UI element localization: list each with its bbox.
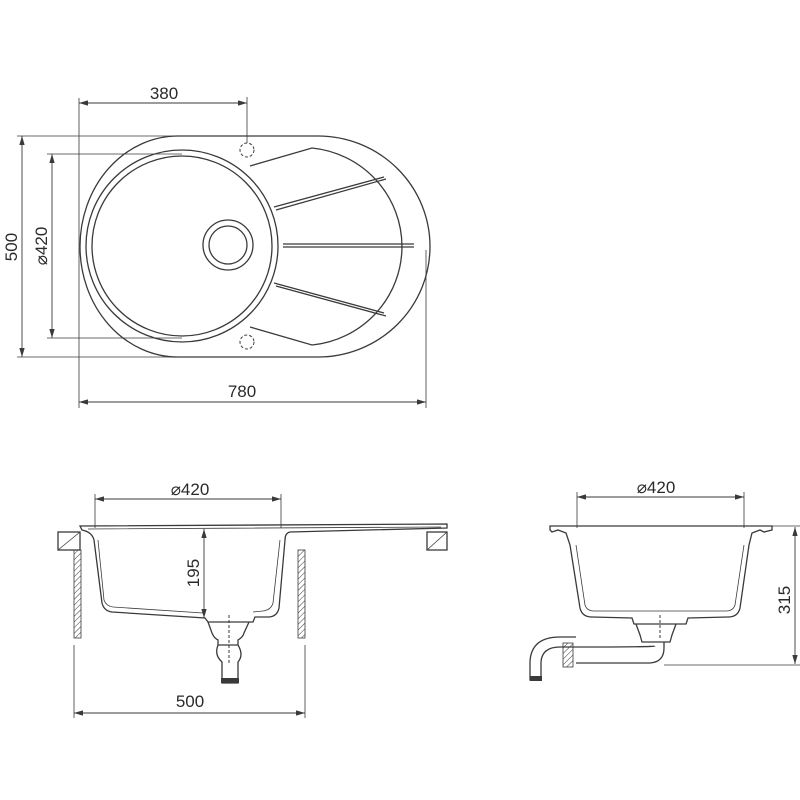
dim-label-195: 195 xyxy=(184,559,203,587)
drainboard-groove-top xyxy=(273,176,387,211)
drain-outer xyxy=(202,219,254,271)
drain-inner xyxy=(208,225,248,265)
dim-label-420-top: ⌀420 xyxy=(32,227,51,266)
drain-trap-side xyxy=(575,623,677,664)
dim-label-315: 315 xyxy=(775,586,794,614)
pipe-outlet-side xyxy=(530,676,542,681)
dim-label-780: 780 xyxy=(228,382,256,401)
bowl-inner xyxy=(91,155,273,337)
dim-label-500-cabinet: 500 xyxy=(176,692,204,711)
cabinet-wall-left xyxy=(73,549,82,639)
countertop-left xyxy=(57,531,81,551)
sink-profile-front xyxy=(78,523,448,623)
tap-hole-bottom xyxy=(239,334,255,350)
cabinet-wall-right xyxy=(297,549,306,639)
drain-outlet-front xyxy=(221,678,239,683)
drainboard-groove-bottom xyxy=(273,282,387,317)
pipe-nut xyxy=(562,642,574,668)
dim-label-420-front: ⌀420 xyxy=(171,480,210,499)
sink-profile-side xyxy=(549,525,773,625)
drainboard-groove-middle xyxy=(283,243,414,248)
dim-label-500-depth: 500 xyxy=(2,233,21,261)
side-view: ⌀420 315 xyxy=(529,478,800,681)
top-view: 380 500 ⌀420 780 xyxy=(2,84,431,408)
front-view: ⌀420 195 500 xyxy=(57,480,448,718)
dim-label-420-side: ⌀420 xyxy=(637,478,676,497)
dim-label-380: 380 xyxy=(150,84,178,103)
bowl-rim xyxy=(85,149,279,343)
countertop-right xyxy=(426,531,448,551)
sink-outline xyxy=(79,135,431,358)
tap-hole-top xyxy=(239,142,255,158)
